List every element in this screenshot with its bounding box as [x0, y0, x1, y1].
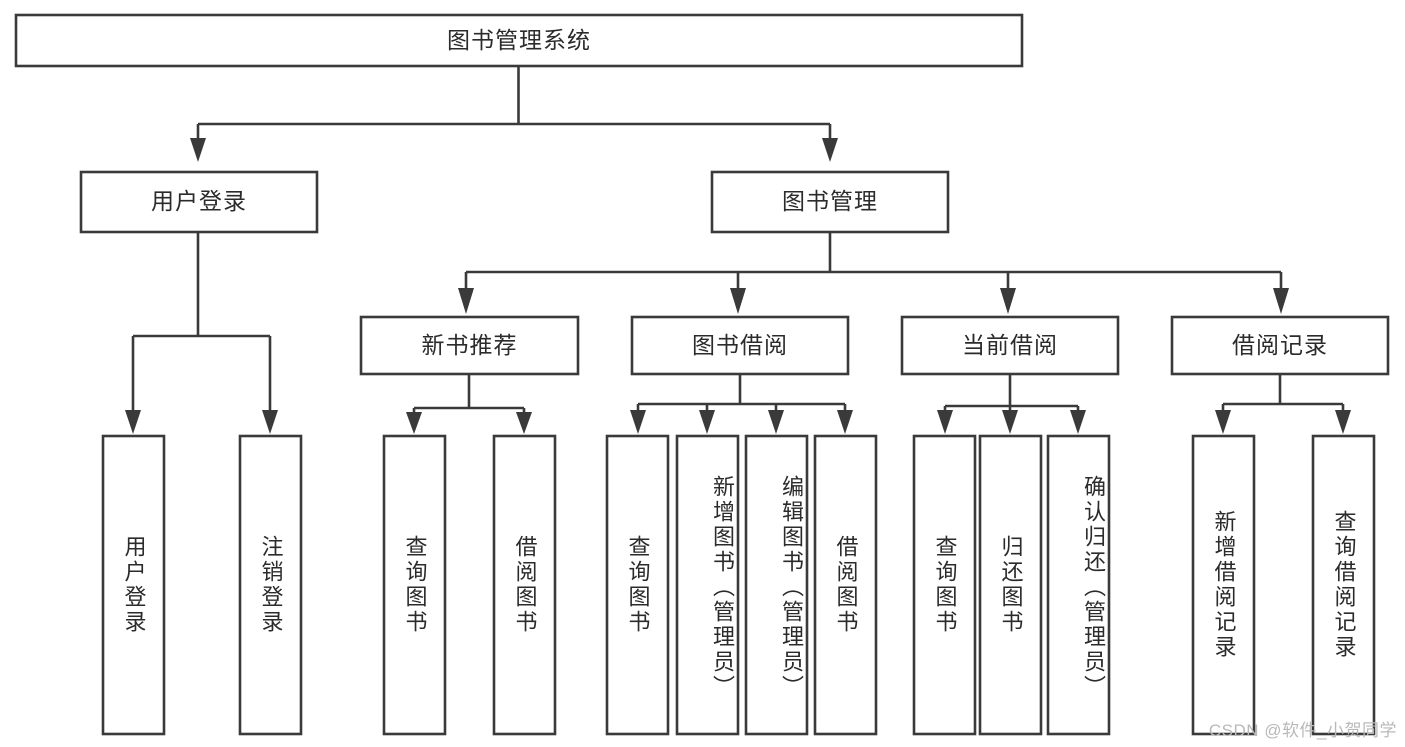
node-box-leaf-current-borrow-2[interactable]: [1046, 434, 1111, 736]
arrow-userlogin-child-0: [125, 410, 141, 434]
arrow-currentborrow-child-1: [1002, 410, 1018, 434]
node-box-leaf-new-book-1[interactable]: [492, 434, 557, 736]
node-box-leaf-current-borrow-1[interactable]: [978, 434, 1043, 736]
arrow-borrowrecord-child-1: [1335, 410, 1351, 434]
arrow-bookmgmt-child-1: [730, 288, 746, 314]
arrow-borrowrecord-child-0: [1215, 410, 1231, 434]
connector-group-userlogin: [125, 232, 278, 434]
arrow-bookmgmt-child-2: [1000, 288, 1016, 314]
connector-group-currentborrow: [937, 374, 1086, 434]
arrow-bookmgmt-child-3: [1273, 288, 1289, 314]
arrow-currentborrow-child-2: [1070, 410, 1086, 434]
node-box-leaf-borrow-record-0[interactable]: [1191, 434, 1256, 736]
node-box-leaf-book-borrow-3[interactable]: [813, 434, 878, 736]
node-box-book-management[interactable]: [710, 170, 950, 234]
node-box-leaf-current-borrow-0[interactable]: [912, 434, 977, 736]
node-box-leaf-book-borrow-0[interactable]: [605, 434, 670, 736]
node-box-root[interactable]: [14, 13, 1024, 68]
connector-group-root: [190, 66, 838, 162]
arrow-bookborrow-child-2: [768, 410, 784, 434]
arrow-bookborrow-child-3: [837, 410, 853, 434]
arrow-bookmgmt-child-0: [458, 288, 474, 314]
node-box-current-borrow[interactable]: [900, 315, 1120, 376]
node-box-leaf-borrow-record-1[interactable]: [1311, 434, 1376, 736]
connector-group-borrowrecord: [1215, 374, 1351, 434]
connector-group-bookmgmt: [458, 232, 1289, 314]
node-box-leaf-user-login-1[interactable]: [238, 434, 303, 736]
arrow-bookborrow-child-0: [630, 410, 646, 434]
node-box-borrow-record[interactable]: [1170, 315, 1390, 376]
arrow-bookborrow-child-1: [699, 410, 715, 434]
node-box-leaf-new-book-0[interactable]: [382, 434, 447, 736]
connector-group-bookborrow: [630, 374, 853, 434]
node-box-leaf-book-borrow-2[interactable]: [744, 434, 809, 736]
connector-group-newbook: [406, 374, 532, 434]
csdn-watermark: CSDN @软件_小贺同学: [1208, 721, 1397, 740]
arrow-root-to-bookmgmt: [822, 138, 838, 162]
node-box-book-borrow[interactable]: [630, 315, 850, 376]
arrow-newbook-child-0: [406, 412, 422, 434]
arrow-currentborrow-child-0: [937, 410, 953, 434]
arrow-newbook-child-1: [516, 412, 532, 434]
node-box-leaf-book-borrow-1[interactable]: [675, 434, 740, 736]
arrow-root-to-userlogin: [190, 138, 206, 162]
node-box-user-login[interactable]: [79, 170, 319, 234]
node-box-leaf-user-login-0[interactable]: [101, 434, 166, 736]
arrow-userlogin-child-1: [262, 410, 278, 434]
node-box-new-book-recommend[interactable]: [359, 315, 580, 376]
